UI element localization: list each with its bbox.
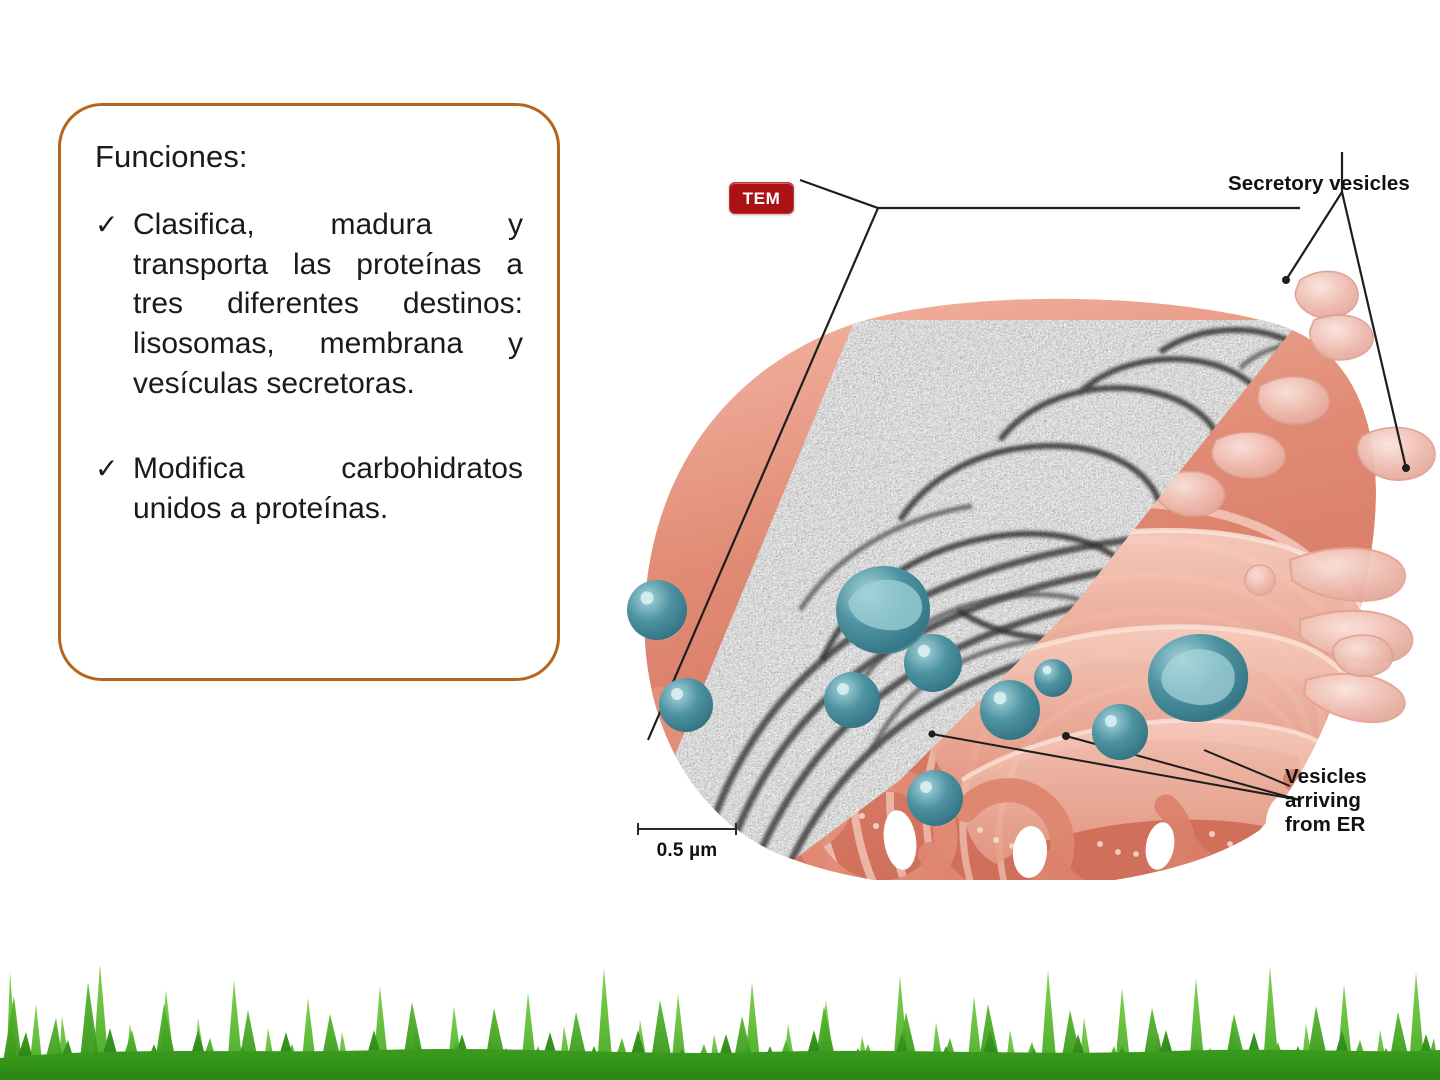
checkmark-icon: ✓: [95, 453, 119, 485]
er-leader-line-b: [931, 733, 1301, 801]
bullet-text: Modifica carbohidratos unidos a proteína…: [133, 452, 523, 525]
scale-bar-cap-right: [735, 823, 737, 835]
leader-lines: [646, 152, 1410, 801]
tem-leader-line-diagonal: [646, 207, 880, 741]
bullet-item: ✓ Clasifica, madura y transporta las pro…: [95, 205, 523, 403]
scale-bar-cap-left: [637, 823, 639, 835]
label-vesicles-arriving-from-er: Vesicles arriving from ER: [1285, 765, 1367, 837]
secretory-leader-right: [1340, 191, 1408, 469]
scale-bar-rule: [637, 828, 737, 830]
golgi-apparatus-figure: [600, 140, 1440, 880]
functions-title: Funciones:: [95, 139, 248, 174]
bullet-text: Clasifica, madura y transporta las prote…: [133, 208, 523, 400]
scale-bar-label: 0.5 µm: [656, 840, 718, 861]
functions-callout-box: Funciones: ✓ Clasifica, madura y transpo…: [58, 103, 560, 681]
tem-leader-line: [799, 178, 1300, 210]
er-leader-upper: [1203, 749, 1291, 787]
tem-badge-label: TEM: [742, 188, 781, 208]
bullet-item: ✓ Modifica carbohidratos unidos a proteí…: [95, 449, 523, 528]
tem-badge: TEM: [729, 182, 794, 214]
scale-bar: 0.5 µm: [637, 823, 737, 862]
grass-footer-decoration: [0, 920, 1440, 1080]
label-secretory-vesicles: Secretory vesicles: [1228, 172, 1410, 195]
secretory-leader-left: [1285, 191, 1343, 281]
scale-bar-line: [637, 823, 737, 835]
checkmark-icon: ✓: [95, 209, 119, 241]
secretory-vesicles-cluster: [1036, 270, 1436, 724]
